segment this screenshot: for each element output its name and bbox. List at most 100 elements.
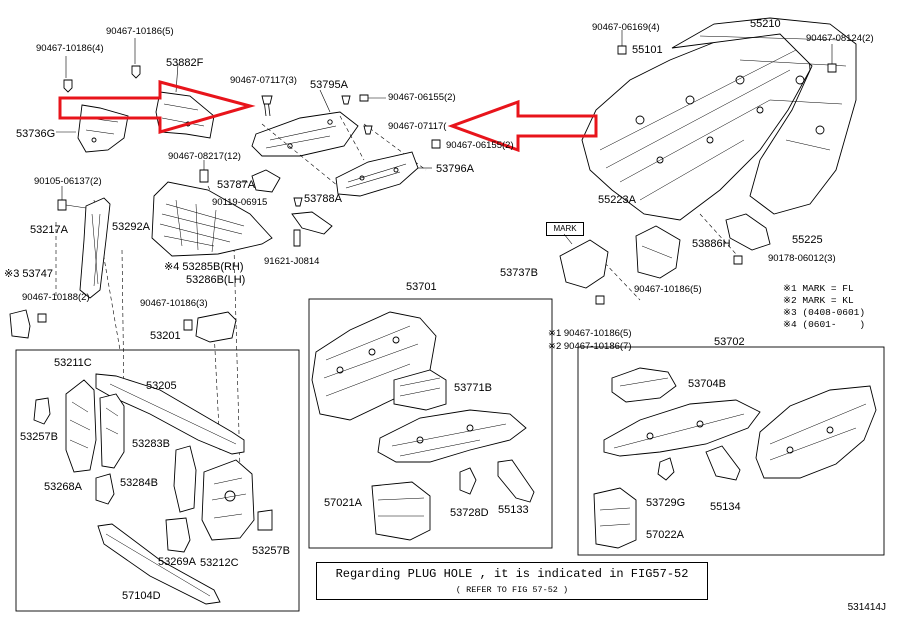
- label-53286B: 53286B(LH): [186, 274, 246, 286]
- clip-90467-10186-4: [63, 56, 73, 93]
- part-55210: [671, 17, 857, 215]
- part-53886H: [635, 225, 681, 279]
- part-53283B: [99, 393, 125, 469]
- label-90467-10186-5b: 90467-10186(5): [634, 284, 702, 295]
- label-91621-J0814: 91621-J0814: [264, 256, 320, 267]
- part-53737B: [559, 233, 609, 305]
- label-53257B-a: 53257B: [20, 431, 58, 443]
- label-55133: 55133: [498, 504, 529, 516]
- box-53702: [577, 346, 885, 556]
- label-90467-07117-3: 90467-07117(3): [230, 75, 297, 86]
- label-57104D: 57104D: [122, 590, 161, 602]
- part-57104D: [97, 523, 221, 605]
- part-53268A: [95, 473, 115, 505]
- label-53787A: 53787A: [217, 179, 255, 191]
- part-57021A: [371, 481, 431, 541]
- label-90467-08217-12: 90467-08217(12): [168, 151, 241, 162]
- part-53796A: [335, 125, 441, 197]
- part-53787A: [240, 169, 281, 193]
- label-53729G: 53729G: [646, 497, 686, 509]
- footnote-3: ※3 (0408-0601): [783, 307, 866, 318]
- part-53882F: [155, 63, 215, 139]
- red-arrow-right: [447, 99, 598, 153]
- label-90105-06137-2: 90105-06137(2): [34, 176, 102, 187]
- part-53269A: [165, 517, 191, 553]
- part-53257B-left: [33, 397, 51, 425]
- label-53285B: ※4 53285B(RH): [164, 261, 244, 273]
- plug-hole-note-line2: ( REFER TO FIG 57-52 ): [455, 585, 569, 595]
- footnote-1: ※1 MARK = FL: [783, 283, 854, 294]
- part-53292A: [151, 181, 273, 257]
- box-53701: [308, 298, 553, 549]
- label-55101: 55101: [632, 44, 663, 56]
- part-53205: [95, 373, 245, 455]
- part-55101: [581, 29, 811, 221]
- part-53217A: [57, 186, 111, 299]
- part-53747: [9, 309, 47, 339]
- label-53283B: 53283B: [132, 438, 170, 450]
- label-55225: 55225: [792, 234, 823, 246]
- part-55225: [725, 213, 771, 265]
- label-53702: 53702: [714, 336, 745, 348]
- part-55133: [497, 459, 535, 503]
- label-90467-10186-4: 90467-10186(4): [36, 43, 104, 54]
- label-53701: 53701: [406, 281, 437, 293]
- label-90467-06155-2b: 90467-06155(2): [446, 140, 514, 151]
- plug-hole-note: Regarding PLUG HOLE , it is indicated in…: [316, 562, 708, 600]
- clip-90467-08124-2: [827, 44, 837, 73]
- part-53704B: [611, 367, 677, 403]
- part-53211C: [65, 379, 97, 473]
- red-arrow-left: [58, 80, 256, 134]
- clip-90467-06169-4: [617, 30, 627, 55]
- label-53217A: 53217A: [30, 224, 68, 236]
- label-57021A: 57021A: [324, 497, 362, 509]
- label-55210: 55210: [750, 18, 781, 30]
- label-90467-06169-4: 90467-06169(4): [592, 22, 660, 33]
- label-53284B: 53284B: [120, 477, 158, 489]
- label-90119-06915: 90119-06915: [212, 197, 268, 208]
- label-53771B: 53771B: [454, 382, 492, 394]
- label-90178-06012-3: 90178-06012(3): [768, 253, 836, 264]
- part-53702-panel: [755, 385, 877, 479]
- label-53795A: 53795A: [310, 79, 348, 91]
- label-53205: 53205: [146, 380, 177, 392]
- label-53211C: 53211C: [54, 357, 92, 369]
- part-53795A: [251, 89, 386, 157]
- part-55134: [705, 445, 741, 481]
- label-x2-90467-10186-7: ※2 90467-10186(7): [548, 341, 632, 352]
- footnotes: ※1 MARK = FL※2 MARK = KL※3 (0408-0601)※4…: [783, 283, 865, 331]
- part-53728D: [459, 467, 477, 495]
- clip-90467-08217-12: [199, 160, 209, 183]
- label-90467-06155-2a: 90467-06155(2): [388, 92, 456, 103]
- label-53796A: 53796A: [436, 163, 474, 175]
- label-53292A: 53292A: [112, 221, 150, 233]
- label-53882F: 53882F: [166, 57, 204, 69]
- plug-hole-note-line1: Regarding PLUG HOLE , it is indicated in…: [335, 567, 689, 581]
- label-53747: ※3 53747: [4, 268, 53, 280]
- part-53771B: [393, 369, 447, 411]
- label-57022A: 57022A: [646, 529, 684, 541]
- label-53704B: 53704B: [688, 378, 726, 390]
- part-53285B: [183, 311, 237, 343]
- label-53736G: 53736G: [16, 128, 56, 140]
- label-55223A: 55223A: [598, 194, 636, 206]
- label-53737B: 53737B: [500, 267, 538, 279]
- label-53886H: 53886H: [692, 238, 731, 250]
- label-55134: 55134: [710, 501, 741, 513]
- label-53269A: 53269A: [158, 556, 196, 568]
- part-53702-apron: [603, 399, 761, 457]
- label-90467-08124-2: 90467-08124(2): [806, 33, 874, 44]
- label-53257B-b: 53257B: [252, 545, 290, 557]
- footnote-4: ※4 (0601- ): [783, 319, 866, 330]
- part-53257B-right: [257, 509, 273, 531]
- box-53201: [15, 349, 300, 612]
- label-53788A: 53788A: [304, 193, 342, 205]
- part-53701-apron: [377, 409, 527, 463]
- footnote-2: ※2 MARK = KL: [783, 295, 854, 306]
- part-53729G: [657, 457, 675, 481]
- label-53728D: 53728D: [450, 507, 489, 519]
- label-x1-90467-10186-5: ※1 90467-10186(5): [548, 328, 632, 339]
- part-57022A: [593, 487, 637, 549]
- label-53268A: 53268A: [44, 481, 82, 493]
